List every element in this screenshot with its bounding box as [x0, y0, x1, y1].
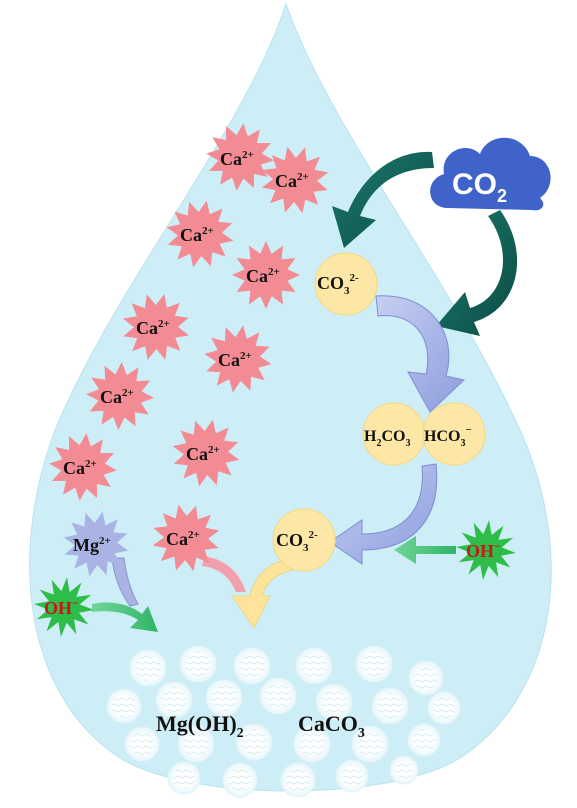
- magnesium-ion-label: Mg2+: [73, 535, 111, 555]
- carbonic-acid-label: H2CO3: [364, 428, 410, 449]
- calcium-ion-star: [86, 362, 154, 430]
- bubble-texture: [239, 653, 265, 679]
- bubble-texture: [377, 693, 403, 719]
- precipitate-bubbles: [106, 645, 461, 798]
- calcium-ion-label: Ca2+: [220, 149, 254, 169]
- carbonate-ion-label: CO32-: [317, 272, 359, 297]
- bubble-texture: [241, 729, 267, 755]
- hydroxide-ion-star: [34, 577, 94, 637]
- calcium-ion-star: [49, 433, 117, 501]
- magnesium-hydroxide-label: Mg(OH)2: [156, 711, 244, 741]
- co2-to-carbonic-arrow: [436, 210, 518, 336]
- arrows: [92, 151, 518, 632]
- calcium-ion-star: [123, 294, 189, 360]
- bubble-texture: [299, 731, 325, 757]
- calcium-ion-label: Ca2+: [136, 318, 170, 338]
- bubble-texture: [361, 651, 387, 677]
- calcium-ion-label: Ca2+: [186, 444, 220, 464]
- bubble-texture: [413, 729, 435, 751]
- bicarbonate-to-carbonate-arrow: [329, 463, 438, 565]
- bubble-texture: [185, 651, 211, 677]
- calcium-ion-label: Ca2+: [275, 171, 309, 191]
- bubble-texture: [130, 732, 154, 756]
- hydroxide-ion-star: [456, 520, 516, 580]
- calcium-ion-star: [232, 241, 300, 309]
- carbonate-to-carbonic-arrow: [375, 295, 466, 413]
- bubble-texture: [395, 761, 413, 779]
- carbonate-to-precipitate-arrow: [231, 559, 293, 629]
- hydroxide-ion-label: OH−: [44, 596, 79, 618]
- calcium-carbonate-label: CaCO3: [298, 711, 365, 741]
- cloud-icon: [430, 137, 551, 211]
- calcium-to-precipitate-arrow: [202, 556, 246, 592]
- ion-labels: Ca2+ Ca2+ Ca2+ Ca2+ Ca2+ Ca2+ Ca2+ Ca2+ …: [44, 149, 501, 741]
- bubble-texture: [301, 653, 327, 679]
- bubble-texture: [286, 768, 310, 792]
- co2-cloud: CO2: [430, 137, 551, 211]
- ion-stars: [34, 123, 516, 637]
- bicarbonate-blob: [422, 402, 486, 466]
- hydroxide-to-carbonate-arrow: [394, 536, 456, 564]
- carbonate-blobs: [272, 252, 486, 572]
- calcium-ion-label: Ca2+: [180, 225, 214, 245]
- bicarbonate-ion-label: HCO3−: [424, 424, 472, 449]
- bubble-texture: [321, 689, 347, 715]
- calcium-ion-label: Ca2+: [63, 458, 97, 478]
- hydroxide-to-precipitate-arrow: [92, 602, 158, 632]
- calcium-ion-star: [152, 504, 220, 572]
- carbonate-ion-label: CO32-: [276, 529, 318, 554]
- calcium-ion-label: Ca2+: [246, 266, 280, 286]
- hydroxide-ion-label: OH−: [466, 539, 501, 561]
- calcium-ion-star: [172, 419, 240, 487]
- carbonate-bottom-blob: [272, 508, 336, 572]
- bubble-texture: [161, 687, 187, 713]
- calcium-ion-star: [261, 146, 329, 214]
- bubble-texture: [183, 731, 209, 757]
- calcium-ion-star: [206, 123, 274, 191]
- cloud-label: CO2: [452, 168, 507, 206]
- bubble-texture: [414, 666, 438, 690]
- bubble-texture: [211, 685, 237, 711]
- bubble-texture: [433, 697, 455, 719]
- calcium-ion-label: Ca2+: [218, 350, 252, 370]
- co2-to-carbonate-arrow: [332, 151, 434, 248]
- magnesium-ion-star: [63, 511, 129, 577]
- carbonate-top-blob: [314, 252, 378, 316]
- bubble-texture: [135, 655, 161, 681]
- calcium-ion-star: [166, 200, 234, 268]
- bubble-texture: [341, 765, 363, 787]
- bubble-texture: [265, 683, 291, 709]
- calcium-ion-label: Ca2+: [100, 387, 134, 407]
- calcium-ion-label: Ca2+: [166, 529, 200, 549]
- bubble-texture: [228, 768, 252, 792]
- calcium-ion-star: [204, 325, 272, 393]
- bubble-texture: [173, 767, 195, 789]
- bubble-texture: [112, 694, 136, 718]
- magnesium-to-hydroxide-arrow: [111, 557, 139, 607]
- bubble-texture: [357, 731, 383, 757]
